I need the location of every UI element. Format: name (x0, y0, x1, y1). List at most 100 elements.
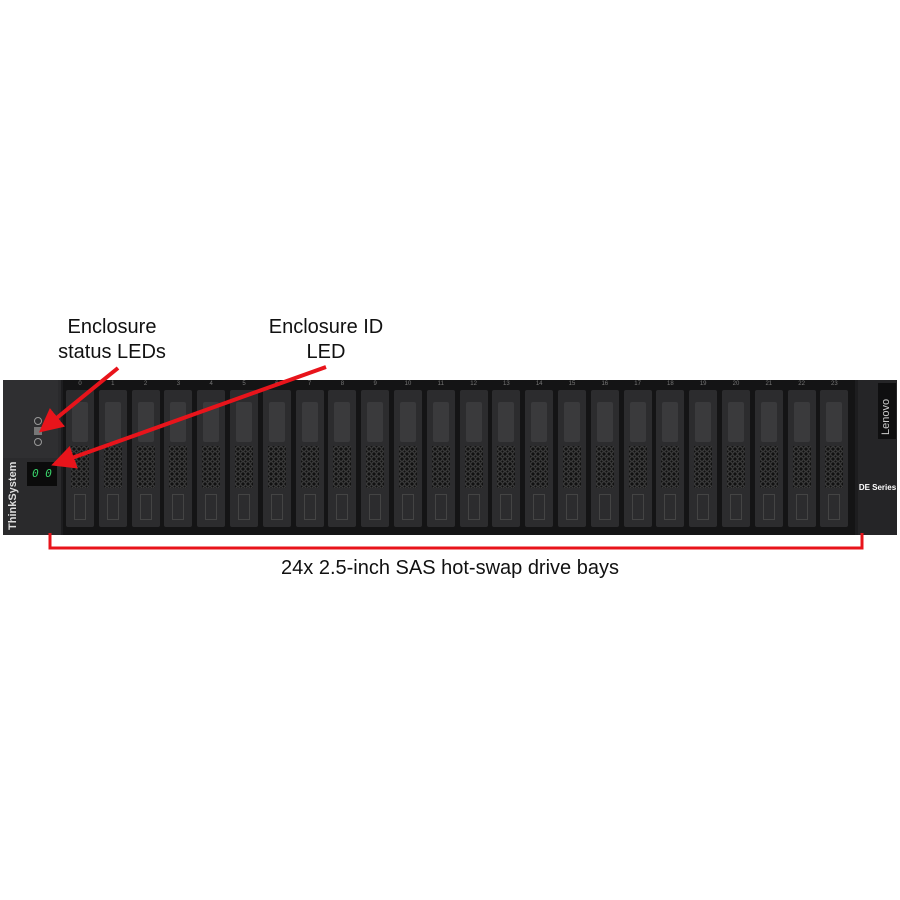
drive-handle (793, 402, 810, 442)
arrow-status-leds (38, 366, 120, 433)
drive-handle (170, 402, 187, 442)
vent-grill (333, 446, 352, 488)
vent-grill (563, 446, 581, 488)
drive-handle (432, 402, 449, 442)
drive-bay[interactable]: 14 (525, 381, 554, 527)
release-latch[interactable] (598, 494, 611, 520)
release-latch[interactable] (205, 494, 218, 520)
bay-number: 14 (535, 381, 543, 387)
vent-grill (530, 446, 549, 488)
drive-bay[interactable]: 3 (164, 381, 193, 527)
release-latch[interactable] (402, 494, 414, 520)
bay-number: 23 (831, 381, 838, 387)
bay-number: 3 (176, 381, 181, 387)
release-latch[interactable] (795, 494, 808, 520)
release-latch[interactable] (303, 494, 316, 520)
drive-bay[interactable]: 9 (361, 381, 390, 527)
drive-bay[interactable]: 1 (98, 381, 127, 527)
vent-grill (431, 446, 450, 488)
vent-grill (235, 446, 253, 488)
vent-grill (399, 446, 417, 488)
release-latch[interactable] (434, 494, 447, 520)
drive-bay[interactable]: 5 (230, 381, 258, 527)
drive-bay[interactable]: 12 (459, 381, 488, 527)
drive-handle (465, 402, 482, 442)
bay-number: 20 (732, 381, 740, 387)
vent-grill (497, 446, 516, 488)
drive-bay[interactable]: 10 (394, 381, 422, 527)
vent-grill (694, 446, 713, 488)
label-enclosure-status-leds: Enclosure status LEDs (58, 316, 166, 363)
bay-number: 10 (404, 381, 412, 387)
drive-bay[interactable]: 6 (262, 381, 291, 527)
drive-handle (531, 402, 548, 442)
drive-handle (695, 402, 712, 442)
drive-bay[interactable]: 21 (754, 381, 783, 527)
drive-bay[interactable]: 22 (787, 381, 816, 527)
release-latch[interactable] (336, 494, 349, 520)
release-latch[interactable] (74, 494, 86, 520)
left-ear: 0 0 ThinkSystem (3, 380, 61, 535)
bay-number: 15 (568, 381, 576, 387)
release-latch[interactable] (238, 494, 250, 520)
release-latch[interactable] (762, 494, 775, 520)
release-latch[interactable] (369, 494, 382, 520)
vent-grill (759, 446, 778, 488)
release-latch[interactable] (631, 494, 644, 520)
vent-grill (464, 446, 483, 488)
release-latch[interactable] (828, 494, 841, 520)
locate-led-icon (34, 438, 42, 446)
release-latch[interactable] (467, 494, 480, 520)
release-latch[interactable] (664, 494, 677, 520)
release-latch[interactable] (697, 494, 710, 520)
series-label: DE Series (858, 483, 897, 492)
drive-handle (760, 402, 777, 442)
vent-grill (202, 446, 221, 488)
bay-number: 13 (503, 381, 510, 387)
drive-bay[interactable]: 13 (492, 381, 521, 527)
release-latch[interactable] (500, 494, 513, 520)
release-latch[interactable] (139, 494, 152, 520)
bay-number: 11 (437, 381, 444, 387)
drive-bay[interactable]: 15 (558, 381, 586, 527)
drive-handle (104, 402, 121, 442)
drive-bays: 01234567891011121314151617181920212223 (63, 380, 855, 535)
arrow-enclosure-id (51, 365, 327, 469)
drive-bay[interactable]: 23 (820, 381, 849, 527)
drive-bay[interactable]: 16 (590, 381, 619, 527)
release-latch[interactable] (533, 494, 546, 520)
release-latch[interactable] (106, 494, 119, 520)
bay-number: 17 (634, 381, 641, 387)
release-latch[interactable] (730, 494, 742, 520)
drive-handle (400, 402, 416, 442)
bay-number: 5 (242, 381, 246, 387)
bay-number: 2 (143, 381, 148, 387)
bay-number: 18 (667, 381, 674, 387)
drive-bay[interactable]: 17 (623, 381, 652, 527)
drive-bay[interactable]: 7 (295, 381, 324, 527)
bracket-drive-bays (48, 533, 864, 550)
drive-bay[interactable]: 11 (426, 381, 455, 527)
release-latch[interactable] (172, 494, 185, 520)
right-ear: Lenovo DE Series (858, 380, 897, 535)
bay-number: 22 (798, 381, 805, 387)
bay-number: 19 (699, 381, 707, 387)
release-latch[interactable] (566, 494, 578, 520)
drive-bay[interactable]: 20 (722, 381, 750, 527)
release-latch[interactable] (270, 494, 283, 520)
drive-handle (334, 402, 351, 442)
drive-bay[interactable]: 19 (689, 381, 718, 527)
drive-handle (301, 402, 318, 442)
vent-grill (267, 446, 286, 488)
drive-bay[interactable]: 18 (656, 381, 685, 527)
bay-number: 21 (765, 381, 773, 387)
vent-grill (300, 446, 319, 488)
drive-handle (268, 402, 285, 442)
vent-grill (628, 446, 647, 488)
drive-bay[interactable]: 8 (328, 381, 357, 527)
vent-grill (103, 446, 122, 488)
attention-led-icon (34, 427, 42, 435)
vent-grill (661, 446, 680, 488)
drive-handle (236, 402, 252, 442)
